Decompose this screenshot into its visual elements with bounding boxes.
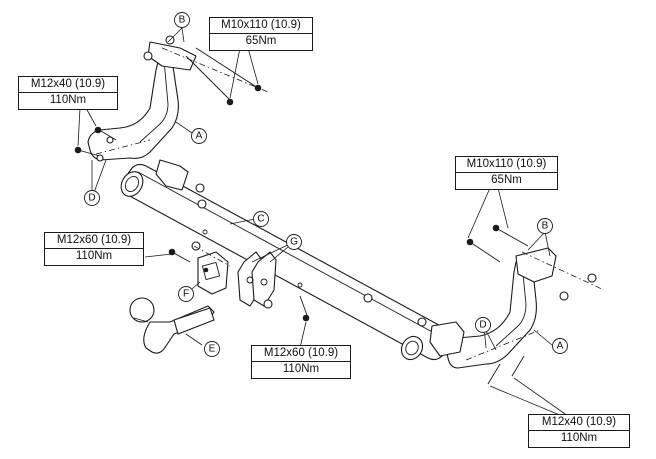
- spec-size: M12x60 (10.9): [56, 234, 132, 246]
- spec-torque: 65Nm: [245, 35, 277, 47]
- callout-b-right: B: [537, 218, 553, 234]
- ball-clamp-f: [197, 251, 229, 295]
- bolts: [74, 47, 529, 385]
- spec-torque: 110Nm: [560, 432, 598, 444]
- spec-size: M12x60 (10.9): [263, 347, 339, 359]
- spec-size: M10x110 (10.9): [466, 158, 547, 170]
- spec-divider: [252, 361, 350, 362]
- spec-size: M12x40 (10.9): [30, 78, 106, 90]
- spec-torque: 65Nm: [491, 174, 522, 186]
- spec-divider: [529, 430, 629, 431]
- callout-f: F: [178, 286, 194, 302]
- svg-text:B: B: [542, 221, 549, 232]
- spec-m12x60-left: M12x60 (10.9) 110Nm: [44, 232, 144, 266]
- svg-text:A: A: [557, 341, 564, 352]
- spec-m12x40-left: M12x40 (10.9) 110Nm: [18, 76, 118, 110]
- ball-neck-e: [129, 297, 215, 354]
- callout-d-right: D: [475, 317, 491, 333]
- svg-text:E: E: [209, 344, 216, 355]
- callout-g: G: [286, 234, 302, 250]
- spec-torque: 110Nm: [282, 363, 320, 375]
- spec-divider: [456, 172, 557, 173]
- spec-divider: [45, 248, 143, 249]
- svg-text:D: D: [479, 320, 486, 331]
- callout-b-top: B: [174, 12, 190, 28]
- cross-beam-c: [120, 163, 454, 361]
- callout-a-right: A: [552, 338, 568, 354]
- callout-c: C: [253, 211, 269, 227]
- spec-size: M10x110 (10.9): [221, 19, 301, 31]
- svg-text:A: A: [196, 131, 203, 142]
- spec-m12x40-right: M12x40 (10.9) 110Nm: [528, 414, 630, 448]
- socket-plates-g: [237, 251, 277, 307]
- spec-size: M12x40 (10.9): [541, 416, 617, 428]
- right-bracket-a: [429, 247, 557, 369]
- spec-divider: [210, 33, 312, 34]
- spec-divider: [19, 92, 117, 93]
- svg-text:F: F: [183, 289, 189, 300]
- spec-m10-right: M10x110 (10.9) 65Nm: [455, 156, 558, 190]
- spec-torque: 110Nm: [49, 94, 87, 106]
- spec-torque: 110Nm: [75, 250, 113, 262]
- svg-text:D: D: [88, 193, 95, 204]
- spec-m10-top: M10x110 (10.9) 65Nm: [209, 17, 313, 51]
- callout-e: E: [204, 341, 220, 357]
- callout-d-left: D: [84, 190, 100, 206]
- callout-a-left: A: [191, 128, 207, 144]
- svg-text:B: B: [179, 15, 186, 26]
- left-bracket-a: [87, 41, 197, 191]
- assembly-axes: [95, 47, 605, 361]
- spec-m12x60-center: M12x60 (10.9) 110Nm: [251, 345, 351, 379]
- svg-text:C: C: [257, 214, 264, 225]
- svg-text:G: G: [290, 237, 298, 248]
